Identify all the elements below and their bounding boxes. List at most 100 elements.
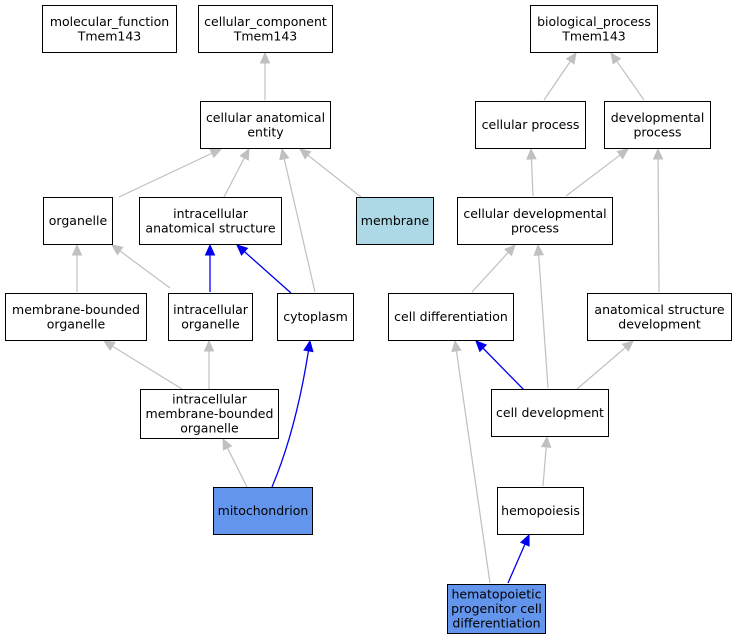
edge-line — [507, 543, 526, 584]
arrowhead-icon — [621, 340, 634, 352]
edge-line — [530, 158, 534, 197]
node-box — [213, 487, 313, 535]
arrowhead-icon — [616, 148, 629, 160]
node-box — [277, 293, 354, 341]
edge-line — [565, 154, 621, 197]
node-box — [168, 293, 253, 341]
edge-line — [455, 350, 491, 584]
arrowhead-icon — [209, 148, 223, 159]
arrowhead-icon — [652, 147, 664, 160]
node-cell-development[interactable]: cell development — [491, 389, 609, 437]
node-label-line: cytoplasm — [283, 309, 348, 324]
edge-line — [223, 157, 245, 198]
node-label-line: organelle — [47, 316, 106, 331]
edge-hematopoietic-progenitor-cell-differentiation-to-cell-differentiation — [451, 339, 491, 584]
node-box — [200, 101, 331, 149]
nodes-layer: molecular_functionTmem143cellular_compon… — [5, 5, 732, 634]
node-label-line: organelle — [49, 213, 108, 228]
edge-cell-development-to-anatomical-structure-development — [576, 340, 634, 390]
arrowhead-icon — [279, 147, 290, 161]
node-hemopoiesis[interactable]: hemopoiesis — [497, 487, 584, 535]
edge-line — [119, 250, 171, 289]
edge-hematopoietic-progenitor-cell-differentiation-to-hemopoiesis — [507, 533, 530, 584]
edge-membrane-bounded-organelle-to-organelle — [71, 243, 83, 292]
edge-intracellular-organelle-to-intracellular-anatomical-structure — [204, 243, 216, 292]
edge-cell-development-to-cell-differentiation — [475, 340, 527, 393]
edge-line — [118, 152, 213, 198]
edge-line — [576, 347, 626, 390]
node-mitochondrion[interactable]: mitochondrion — [213, 487, 313, 535]
node-label-line: Tmem143 — [561, 28, 626, 43]
node-label-line: cell development — [496, 405, 604, 420]
edge-intracellular-anatomical-structure-to-cellular-anatomical-entity — [223, 147, 250, 198]
node-label-line: biological_process — [537, 14, 651, 29]
edge-intracellular-membrane-bounded-organelle-to-intracellular-organelle — [203, 339, 215, 389]
edge-line — [482, 347, 527, 393]
node-box — [447, 584, 546, 634]
node-label-line: membrane-bounded — [12, 302, 140, 317]
node-label-line: organelle — [180, 421, 239, 436]
edge-line — [307, 154, 362, 198]
node-box — [139, 197, 282, 245]
node-label-line: mitochondrion — [218, 503, 309, 518]
arrowhead-icon — [303, 339, 314, 353]
edge-line — [543, 60, 571, 101]
node-label-line: hematopoietic — [452, 587, 542, 602]
node-label-line: anatomical structure — [145, 220, 275, 235]
edge-line — [271, 350, 310, 488]
node-cellular-process[interactable]: cellular process — [475, 101, 586, 149]
edge-cytoplasm-to-cellular-anatomical-entity — [279, 147, 316, 293]
node-label-line: developmental — [611, 110, 705, 125]
node-box — [388, 293, 514, 341]
node-label-line: cell differentiation — [394, 309, 508, 324]
edge-cytoplasm-to-intracellular-anatomical-structure — [236, 244, 292, 294]
node-box — [587, 293, 732, 341]
arrowhead-icon — [475, 340, 488, 353]
arrowhead-icon — [504, 244, 516, 257]
edge-mitochondrion-to-intracellular-membrane-bounded-organelle — [222, 437, 248, 488]
edge-organelle-to-cellular-anatomical-entity — [118, 148, 223, 198]
arrowhead-icon — [204, 243, 216, 256]
node-cell-differentiation[interactable]: cell differentiation — [388, 293, 514, 341]
node-label-line: differentiation — [452, 616, 540, 631]
node-cytoplasm[interactable]: cytoplasm — [277, 293, 354, 341]
arrowhead-icon — [519, 533, 530, 547]
edge-membrane-to-cellular-anatomical-entity — [299, 148, 362, 198]
node-label-line: cellular process — [482, 117, 580, 132]
node-membrane[interactable]: membrane — [356, 197, 434, 245]
arrowhead-icon — [236, 244, 249, 256]
node-box — [42, 5, 177, 53]
arrowhead-icon — [533, 243, 544, 256]
node-label-line: Tmem143 — [233, 28, 298, 43]
edge-cellular-developmental-process-to-developmental-process — [565, 148, 629, 197]
arrowhead-icon — [222, 437, 233, 451]
node-label-line: intracellular — [172, 392, 248, 407]
node-box — [491, 389, 609, 437]
edge-line — [538, 254, 549, 389]
node-label-line: intracellular — [173, 302, 249, 317]
node-box — [604, 101, 711, 149]
arrowhead-icon — [540, 435, 552, 448]
edge-line — [244, 251, 292, 294]
node-organelle[interactable]: organelle — [43, 197, 113, 245]
node-label-line: molecular_function — [50, 14, 169, 29]
node-label-line: progenitor cell — [451, 601, 542, 616]
node-box — [530, 5, 658, 53]
node-label-line: membrane — [361, 213, 430, 228]
node-box — [457, 197, 613, 245]
edge-cellular-anatomical-entity-to-cellular-component — [259, 51, 271, 100]
node-box — [475, 101, 586, 149]
node-label-line: process — [633, 124, 681, 139]
